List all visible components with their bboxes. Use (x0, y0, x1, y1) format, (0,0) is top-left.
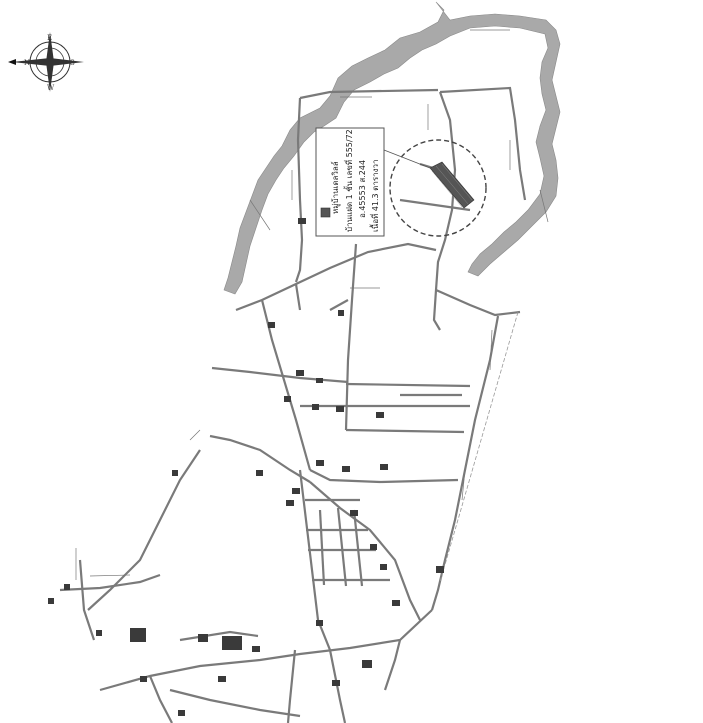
river (223, 1, 561, 295)
callout-line-1: หมู่บ้านเดลวิลล์ (330, 161, 341, 214)
compass-north-arrow-icon (8, 59, 16, 65)
road-network (59, 86, 527, 723)
compass-east: E (47, 34, 52, 42)
minor-labels (75, 29, 549, 580)
plot-hatching (431, 163, 473, 208)
railway-line (439, 311, 519, 583)
compass-north: N (24, 59, 30, 67)
compass-south: S (70, 59, 75, 67)
callout-line-4: เนื้อที่ 41.3 ตารางวา (369, 159, 380, 232)
compass-rose: N E S W (8, 32, 84, 92)
callout-legend-swatch (320, 207, 331, 218)
callout-line-3: อ.45553 ส.244 (358, 160, 367, 218)
landmarks (48, 218, 444, 716)
compass-west: W (47, 84, 55, 92)
callout-line-2: บ้านแฝด 1 ชั้น เลขที่ 555/72 (343, 129, 354, 232)
subject-area-circle (389, 139, 487, 237)
property-callout: หมู่บ้านเดลวิลล์ บ้านแฝด 1 ชั้น เลขที่ 5… (315, 127, 431, 237)
